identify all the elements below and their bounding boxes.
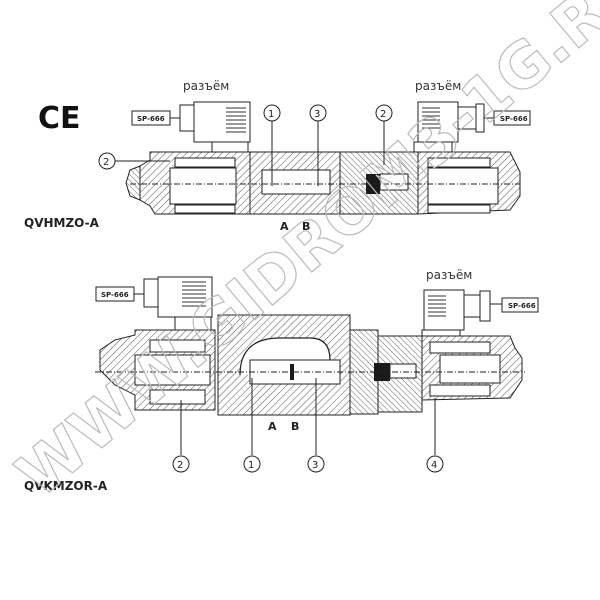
callout-3: 3 [312,460,318,471]
model-label-bottom: QVKMZOR-A [24,479,108,493]
port-b: B [291,420,299,433]
model-label-top: QVHMZO-A [24,216,100,230]
callout-1: 1 [268,109,274,120]
callout-1: 1 [248,460,254,471]
callout-2: 2 [103,157,109,168]
connector-right-label: разъём [426,268,472,282]
callout-3: 3 [314,109,320,120]
connector-left-code: SP-666 [101,291,129,299]
valve-bottom: SP-666 разъём SP-666 2 [24,268,539,493]
cable-gland [463,294,481,318]
connector-plug [193,101,251,143]
ce-mark: CE [38,101,81,136]
port-b: B [302,220,310,233]
port-a: A [280,220,289,233]
connector-right-code: SP-666 [508,302,536,310]
connector-left-code: SP-666 [137,115,165,123]
connector-code-box [501,297,539,313]
connector-plug [157,276,213,318]
valve-top: разъём SP-666 разъём SP-666 [24,79,531,233]
connector-right-label: разъём [415,79,461,93]
port-a: A [268,420,277,433]
connector-left-label: разъём [183,79,229,93]
callout-2b: 2 [380,109,386,120]
callout-4: 4 [431,460,437,471]
cable-gland [143,278,159,308]
connector-right-code: SP-666 [500,115,528,123]
callout-2: 2 [177,460,183,471]
watermark: WWW.GIDROM3-1G.RU [3,0,600,511]
connector-code-box [493,110,531,126]
connector-plug [417,101,459,143]
connector-plug [423,289,465,331]
cable-gland [179,104,195,132]
